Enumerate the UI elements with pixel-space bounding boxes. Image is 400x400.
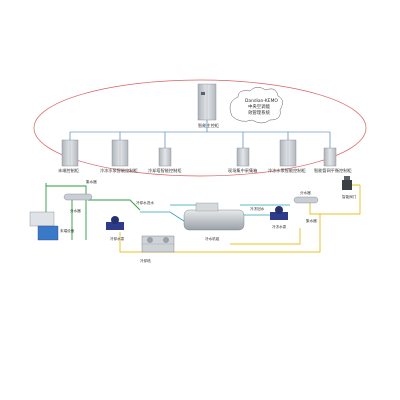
pipe-label: 冷却水进水: [136, 200, 154, 205]
supply-header-right: [293, 196, 319, 204]
system-name-line1: Dandian-KEMO: [245, 98, 278, 104]
teal-pipes: [140, 204, 290, 226]
cabinet-6-label: 智能管网平衡控制柜: [314, 167, 352, 174]
cabinet-1-label: 末端控制柜: [58, 167, 79, 174]
terminal-unit: [29, 211, 59, 241]
cabinet-2: [111, 139, 129, 167]
cooling-tower: [141, 235, 175, 253]
cabinet-2-label: 冷冻水泵智能控制柜: [100, 167, 138, 174]
main-control-cabinet: [197, 83, 217, 121]
pump-left: [106, 216, 124, 230]
cabinet-5-label: 冷冻水泵智能控制柜: [268, 167, 306, 174]
mid-pipe-label: 冷冻回水: [250, 206, 265, 211]
system-name-line3: 效管理系统: [248, 109, 271, 116]
cabinet-6: [323, 147, 337, 167]
control-network-ellipse: [33, 79, 367, 177]
return-header-left-label: 集水器: [86, 179, 97, 184]
chiller-label: 冷水机组: [205, 236, 220, 241]
system-name-line2: 中央空调能: [248, 103, 271, 110]
green-pipes: [45, 183, 141, 240]
cabinet-5: [279, 139, 297, 167]
cabinet-3-label: 冷却塔智能控制柜: [148, 167, 182, 174]
valve-label: 智能阀门: [342, 194, 357, 199]
cabinet-1: [61, 139, 79, 167]
control-bus: [69, 120, 331, 148]
cabinet-3: [158, 147, 172, 167]
supply-header-right-label: 分水器: [300, 190, 311, 195]
supply-header-left: [63, 193, 93, 201]
cabinet-4: [236, 147, 250, 167]
chiller-unit: [183, 202, 245, 231]
pump-left-label: 冷却水泵: [110, 236, 125, 241]
supply-header-left-label: 分水器: [70, 208, 81, 213]
smart-valve: [342, 176, 352, 190]
return-header-right-label: 集水器: [306, 218, 317, 223]
system-name-bubble: Dandian-KEMO 中央空调能 效管理系统: [229, 87, 283, 124]
pump-right-label: 冷冻水泵: [272, 224, 287, 229]
cabinet-4-label: 现场集中采集箱: [228, 167, 257, 174]
cooling-tower-label: 冷却塔: [140, 258, 151, 263]
terminal-label: 末端设备: [60, 228, 75, 233]
main-cabinet-label: 智能主控柜: [198, 122, 219, 129]
pump-right: [270, 206, 288, 220]
